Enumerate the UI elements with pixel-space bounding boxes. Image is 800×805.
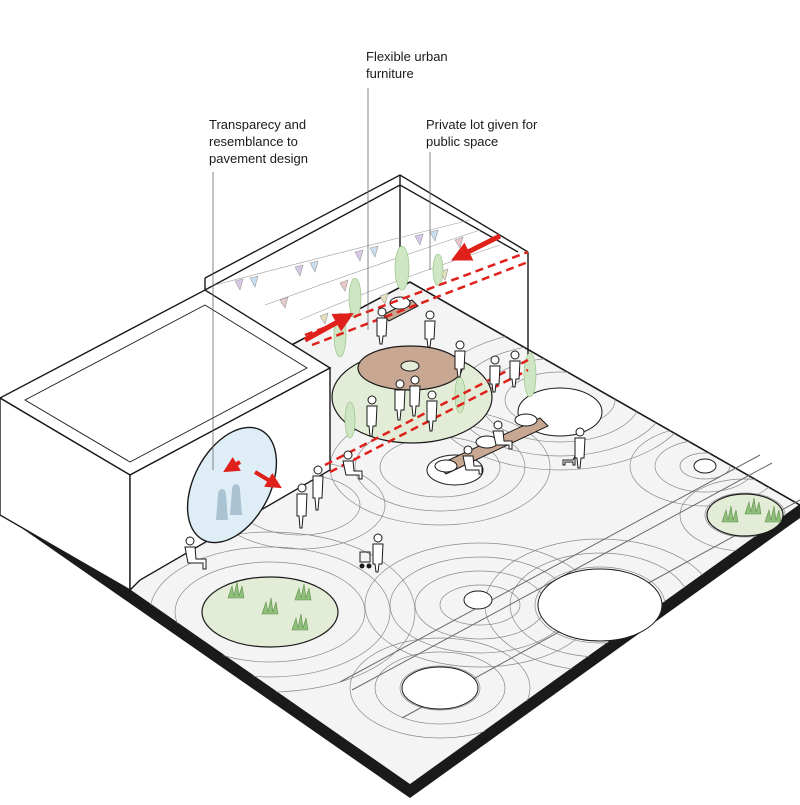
drain-plate-center	[463, 590, 493, 610]
person-plaza-3	[366, 395, 378, 437]
bench-back-tub	[389, 296, 411, 310]
arrow-lot-right	[451, 233, 502, 261]
mirror-person-b	[230, 484, 242, 515]
person-bench-2	[462, 445, 483, 475]
bunting-flags	[214, 219, 501, 325]
person-plaza-4	[426, 390, 438, 432]
person-plaza-2	[409, 375, 421, 417]
callout-transparency: Transparecy and resemblance to pavement …	[209, 117, 309, 166]
grass-tufts	[227, 497, 782, 631]
trolley	[359, 551, 372, 569]
leader-lines	[212, 88, 431, 470]
plaza-hole	[400, 360, 420, 372]
person-trolley	[372, 533, 384, 573]
drain-plate-right	[693, 458, 717, 474]
people	[184, 307, 586, 573]
person-back-2	[424, 310, 436, 348]
person-back-1	[376, 307, 388, 345]
round-planter-small	[401, 666, 479, 710]
ground-edge-right	[410, 505, 800, 798]
lawn-patch-right	[706, 493, 784, 537]
bench-tub-3	[514, 413, 538, 427]
frame-back-left	[204, 174, 529, 279]
person-standing-2	[312, 465, 324, 511]
person-back-4	[489, 355, 501, 393]
mirror-person-a	[216, 489, 228, 520]
paving-rings-f	[349, 637, 531, 739]
arrow-mirror-b	[253, 470, 282, 489]
person-bench-3	[492, 420, 513, 450]
arrow-lot-left	[303, 313, 354, 343]
mirror-oval	[186, 426, 278, 544]
person-back-5	[509, 350, 521, 388]
person-seated	[184, 536, 207, 570]
person-plaza-1	[394, 379, 406, 421]
building-left-roof-inner	[24, 304, 308, 463]
callout-private-lot: Private lot given for public space	[426, 117, 538, 149]
person-back-3	[454, 340, 466, 378]
red-arrows	[223, 233, 502, 489]
dog	[562, 455, 576, 466]
person-bench-1	[342, 450, 363, 480]
person-standing-1	[296, 483, 308, 529]
person-walking-right	[574, 427, 586, 469]
central-plaza	[357, 345, 463, 391]
callout-flexible-furniture: Flexible urban furniture	[366, 49, 448, 81]
mirror-pane	[186, 426, 278, 544]
arrow-mirror-a	[223, 457, 242, 473]
trees	[333, 245, 537, 439]
bench-tub-1	[434, 459, 458, 473]
round-planter-large	[537, 568, 663, 642]
